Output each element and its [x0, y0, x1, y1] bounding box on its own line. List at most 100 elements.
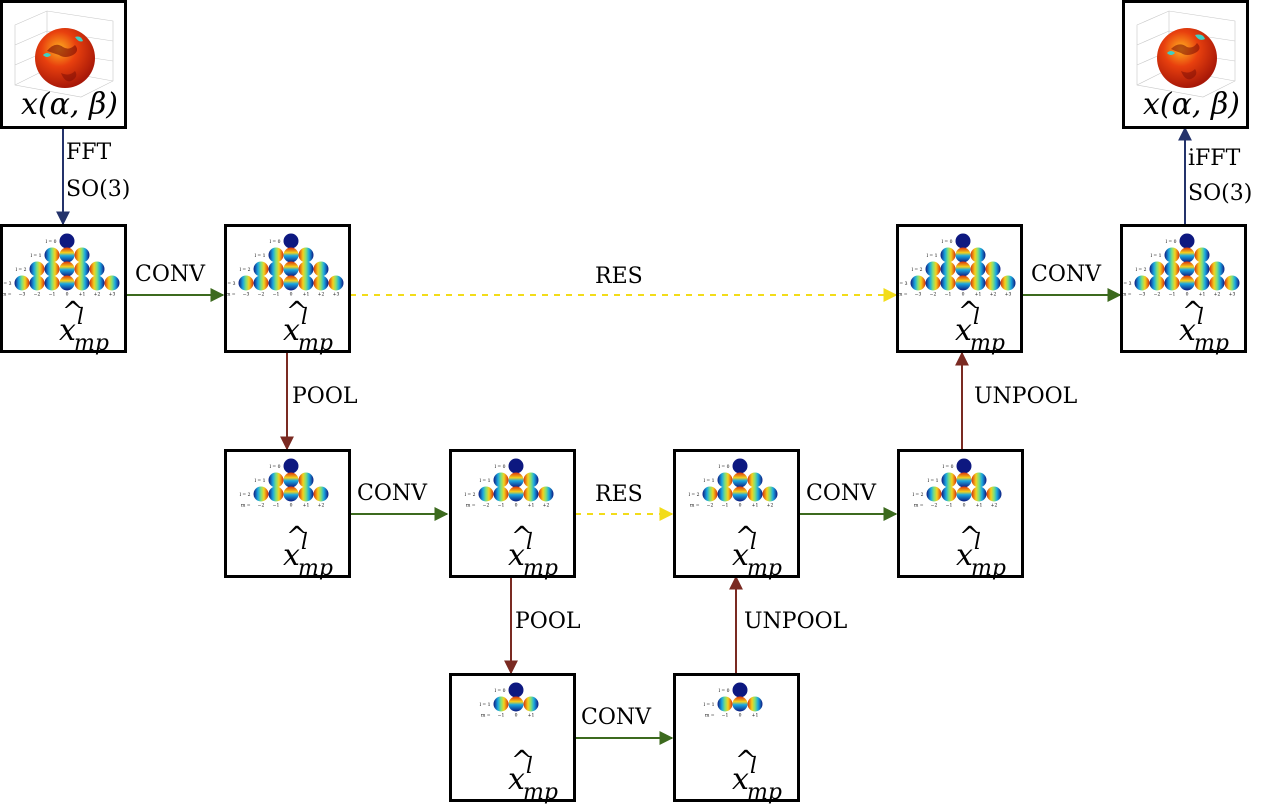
degree-label: l = 0	[495, 464, 506, 470]
order-label: +3	[109, 292, 116, 298]
harmonic-sphere	[985, 275, 1001, 291]
harmonics-triangle-3: l = 0l = 1l = 2l = 3m =−3−2−10+1+2+3	[227, 233, 344, 298]
harmonic-sphere	[523, 696, 539, 712]
degree-label: l = 1	[480, 478, 491, 484]
harmonic-sphere	[59, 261, 75, 277]
harmonic-sphere	[493, 472, 509, 488]
harmonic-sphere	[940, 247, 956, 263]
order-label: −2	[258, 292, 265, 298]
input-globe-icon	[14, 10, 114, 98]
harmonic-sphere	[59, 247, 75, 263]
harmonic-sphere	[44, 275, 60, 291]
harmonic-sphere	[732, 696, 748, 712]
output-signal-label: x(α, β)	[1142, 87, 1240, 122]
harmonic-sphere	[74, 275, 90, 291]
harmonic-sphere	[253, 486, 269, 502]
degree-label: l = 0	[1166, 239, 1177, 245]
coefficient-orders: mp	[522, 556, 558, 581]
coefficient-label: xlmp	[732, 746, 782, 805]
harmonic-sphere	[283, 247, 299, 263]
input-signal-box: x(α, β)	[0, 0, 127, 129]
harmonic-sphere	[985, 261, 1001, 277]
order-label: +2	[318, 503, 325, 509]
conv-label-mid-right: CONV	[806, 481, 877, 506]
order-label: +1	[752, 503, 759, 509]
harmonic-sphere	[717, 486, 733, 502]
coefficient-label: xlmp	[956, 522, 1006, 581]
order-prefix-label: m =	[466, 504, 476, 509]
order-label: −3	[1139, 292, 1146, 298]
degree-label: l = 0	[270, 239, 281, 245]
pool-label-1: POOL	[292, 384, 358, 409]
coefficient-label: xlmp	[283, 522, 333, 581]
coeff-box-l3-enc: l = 0l = 1l = 2l = 3m =−3−2−10+1+2+3xlmp	[224, 224, 351, 356]
coefficient-label: xlmp	[283, 297, 333, 356]
degree-label: l = 1	[704, 702, 715, 708]
coefficient-var: x	[1179, 297, 1204, 348]
harmonic-sphere	[1209, 261, 1225, 277]
coefficient-orders: mp	[1193, 331, 1229, 356]
order-label: +2	[318, 292, 325, 298]
order-label: −1	[273, 292, 280, 298]
degree-label: l = 0	[942, 239, 953, 245]
degree-label: l = 2	[240, 492, 251, 498]
harmonic-sphere	[1209, 275, 1225, 291]
harmonic-sphere	[747, 486, 763, 502]
harmonic-sphere	[538, 486, 554, 502]
harmonic-sphere	[89, 275, 105, 291]
harmonic-sphere	[283, 472, 299, 488]
degree-label: l = 1	[255, 253, 266, 259]
harmonics-triangle-3: l = 0l = 1l = 2l = 3m =−3−2−10+1+2+3	[899, 233, 1016, 298]
order-label: +2	[94, 292, 101, 298]
order-label: 0	[1186, 292, 1189, 298]
order-label: +1	[528, 713, 535, 719]
degree-label: l = 2	[465, 492, 476, 498]
harmonic-sphere	[1179, 247, 1195, 263]
degree-label: l = 2	[689, 492, 700, 498]
harmonic-sphere	[955, 275, 971, 291]
coefficient-var: x	[955, 297, 980, 348]
harmonic-sphere	[941, 486, 957, 502]
conv-label-mid-left: CONV	[357, 481, 428, 506]
res-label-top: RES	[595, 264, 643, 289]
order-prefix-label: m =	[1123, 293, 1132, 298]
order-label: 0	[739, 503, 742, 509]
order-label: −2	[930, 292, 937, 298]
degree-label: l = 0	[719, 464, 730, 470]
harmonics-triangle-3: l = 0l = 1l = 2l = 3m =−3−2−10+1+2+3	[1123, 233, 1240, 298]
order-label: −1	[946, 503, 953, 509]
coefficient-orders: mp	[970, 556, 1006, 581]
order-label: −1	[49, 292, 56, 298]
harmonic-sphere	[747, 472, 763, 488]
harmonic-sphere	[253, 261, 269, 277]
degree-label: l = 1	[1151, 253, 1162, 259]
harmonics-triangle-3: l = 0l = 1l = 2l = 3m =−3−2−10+1+2+3	[3, 233, 120, 298]
order-label: +2	[990, 292, 997, 298]
order-label: 0	[515, 713, 518, 719]
harmonic-sphere	[732, 472, 748, 488]
harmonic-sphere	[1149, 275, 1165, 291]
order-label: −1	[722, 503, 729, 509]
harmonic-sphere	[1000, 275, 1016, 291]
harmonic-sphere	[253, 275, 269, 291]
order-label: +1	[752, 713, 759, 719]
harmonic-sphere	[1149, 261, 1165, 277]
coefficient-label: xlmp	[732, 522, 782, 581]
order-prefix-label: m =	[3, 293, 12, 298]
coefficient-label: xlmp	[508, 746, 558, 805]
harmonic-sphere	[313, 486, 329, 502]
degree-label: l = 1	[928, 478, 939, 484]
harmonic-sphere	[1179, 261, 1195, 277]
input-signal-label: x(α, β)	[20, 87, 118, 122]
harmonic-sphere	[956, 486, 972, 502]
coefficient-orders: mp	[297, 331, 333, 356]
harmonic-sphere	[1179, 275, 1195, 291]
output-globe-icon	[1136, 10, 1236, 98]
harmonic-sphere	[104, 275, 120, 291]
order-label: +2	[543, 503, 550, 509]
harmonic-sphere	[925, 261, 941, 277]
order-label: +3	[333, 292, 340, 298]
